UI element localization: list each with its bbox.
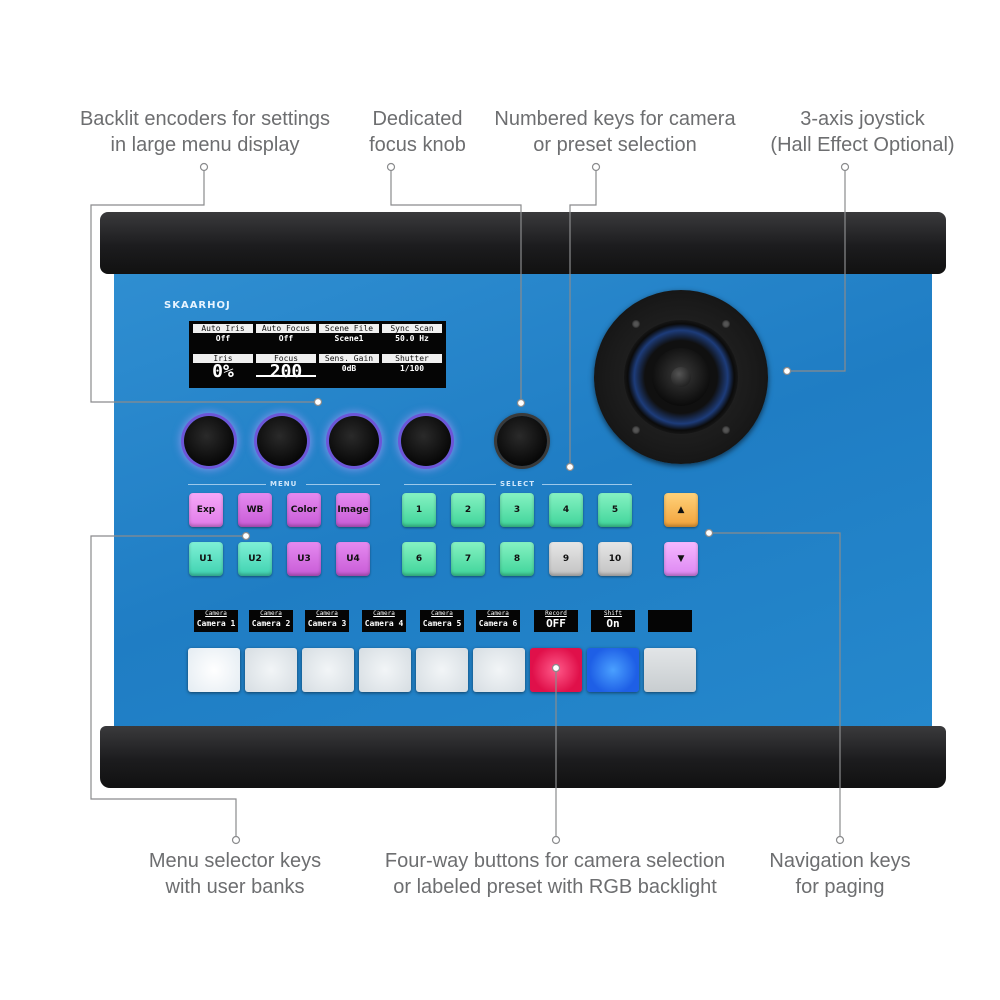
joystick[interactable]	[652, 348, 710, 406]
lcd-col-sens-gain: Sens. Gain 0dB	[319, 354, 379, 375]
select-key-5[interactable]: 5	[598, 493, 632, 527]
user-key-u4[interactable]: U4	[336, 542, 370, 576]
select-section-line	[404, 484, 496, 485]
four-way-button-5[interactable]	[416, 648, 468, 692]
oled-label-blank	[648, 610, 692, 632]
callout-numbered-keys: Numbered keys for camera or preset selec…	[494, 108, 736, 156]
select-key-9[interactable]: 9	[549, 542, 583, 576]
user-key-u2[interactable]: U2	[238, 542, 272, 576]
leader-dot	[199, 162, 209, 172]
oled-label-camera-1: Camera Camera 1	[194, 610, 238, 632]
encoder-4[interactable]	[401, 416, 451, 466]
encoder-3[interactable]	[329, 416, 379, 466]
four-way-button-2[interactable]	[245, 648, 297, 692]
four-way-button-4[interactable]	[359, 648, 411, 692]
menu-key-exp[interactable]: Exp	[189, 493, 223, 527]
select-section-label: SELECT	[500, 480, 535, 488]
select-key-3[interactable]: 3	[500, 493, 534, 527]
menu-key-color[interactable]: Color	[287, 493, 321, 527]
select-key-7[interactable]: 7	[451, 542, 485, 576]
lcd-col-sync-scan: Sync Scan 50.0 Hz	[382, 324, 442, 345]
callout-focus-knob: Dedicated focus knob	[369, 108, 466, 156]
oled-label-camera-2: Camera Camera 2	[249, 610, 293, 632]
four-way-button-shift[interactable]	[587, 648, 639, 692]
screw	[722, 426, 730, 434]
lcd-col-iris: Iris 0%	[193, 354, 253, 381]
brand-logo: SKAARHOJ	[164, 300, 231, 311]
lcd-col-scene-file: Scene File Scene1	[319, 324, 379, 345]
four-way-button-blank[interactable]	[644, 648, 696, 692]
callout-navigation: Navigation keys for paging	[769, 850, 911, 898]
encoder-2[interactable]	[257, 416, 307, 466]
select-key-6[interactable]: 6	[402, 542, 436, 576]
joystick-cap	[671, 367, 691, 387]
select-key-1[interactable]: 1	[402, 493, 436, 527]
screw	[722, 320, 730, 328]
oled-label-camera-5: Camera Camera 5	[420, 610, 464, 632]
callout-menu-keys: Menu selector keys with user banks	[148, 850, 322, 898]
user-key-u1[interactable]: U1	[189, 542, 223, 576]
menu-key-image[interactable]: Image	[336, 493, 370, 527]
top-rail	[100, 212, 946, 274]
leader-dot	[231, 835, 241, 845]
encoder-1[interactable]	[184, 416, 234, 466]
leader-dot	[840, 162, 850, 172]
joystick-ring	[624, 320, 738, 434]
select-key-10[interactable]: 10	[598, 542, 632, 576]
menu-section-label: MENU	[270, 480, 298, 488]
menu-display: Auto Iris Off Auto Focus Off Scene File …	[189, 321, 446, 388]
select-key-4[interactable]: 4	[549, 493, 583, 527]
joystick-base	[594, 290, 768, 464]
user-key-u3[interactable]: U3	[287, 542, 321, 576]
menu-key-wb[interactable]: WB	[238, 493, 272, 527]
oled-label-camera-6: Camera Camera 6	[476, 610, 520, 632]
lcd-col-auto-iris: Auto Iris Off	[193, 324, 253, 345]
lcd-col-shutter: Shutter 1/100	[382, 354, 442, 375]
select-key-8[interactable]: 8	[500, 542, 534, 576]
leader-dot	[591, 162, 601, 172]
menu-section-line	[188, 484, 266, 485]
control-panel: SKAARHOJ Auto Iris Off Auto Focus Off Sc…	[114, 274, 932, 726]
oled-label-shift: Shift On	[591, 610, 635, 632]
oled-label-camera-4: Camera Camera 4	[362, 610, 406, 632]
four-way-button-1[interactable]	[188, 648, 240, 692]
leader-dot	[551, 835, 561, 845]
menu-section-line	[306, 484, 380, 485]
screw	[632, 426, 640, 434]
nav-up-button[interactable]: ▲	[664, 493, 698, 527]
callout-four-way: Four-way buttons for camera selection or…	[384, 850, 726, 898]
leader-dot	[386, 162, 396, 172]
callout-joystick: 3-axis joystick (Hall Effect Optional)	[770, 108, 955, 156]
focus-knob[interactable]	[497, 416, 547, 466]
lcd-col-auto-focus: Auto Focus Off	[256, 324, 316, 345]
leader-dot	[835, 835, 845, 845]
screw	[632, 320, 640, 328]
four-way-button-6[interactable]	[473, 648, 525, 692]
nav-down-button[interactable]: ▼	[664, 542, 698, 576]
callout-encoders: Backlit encoders for settings in large m…	[79, 108, 331, 156]
oled-label-camera-3: Camera Camera 3	[305, 610, 349, 632]
four-way-button-record[interactable]	[530, 648, 582, 692]
bottom-rail	[100, 726, 946, 788]
four-way-button-3[interactable]	[302, 648, 354, 692]
oled-label-record: Record OFF	[534, 610, 578, 632]
select-section-line	[542, 484, 632, 485]
lcd-col-focus: Focus 200	[256, 354, 316, 381]
select-key-2[interactable]: 2	[451, 493, 485, 527]
skaarhoj-controller: SKAARHOJ Auto Iris Off Auto Focus Off Sc…	[100, 212, 946, 788]
